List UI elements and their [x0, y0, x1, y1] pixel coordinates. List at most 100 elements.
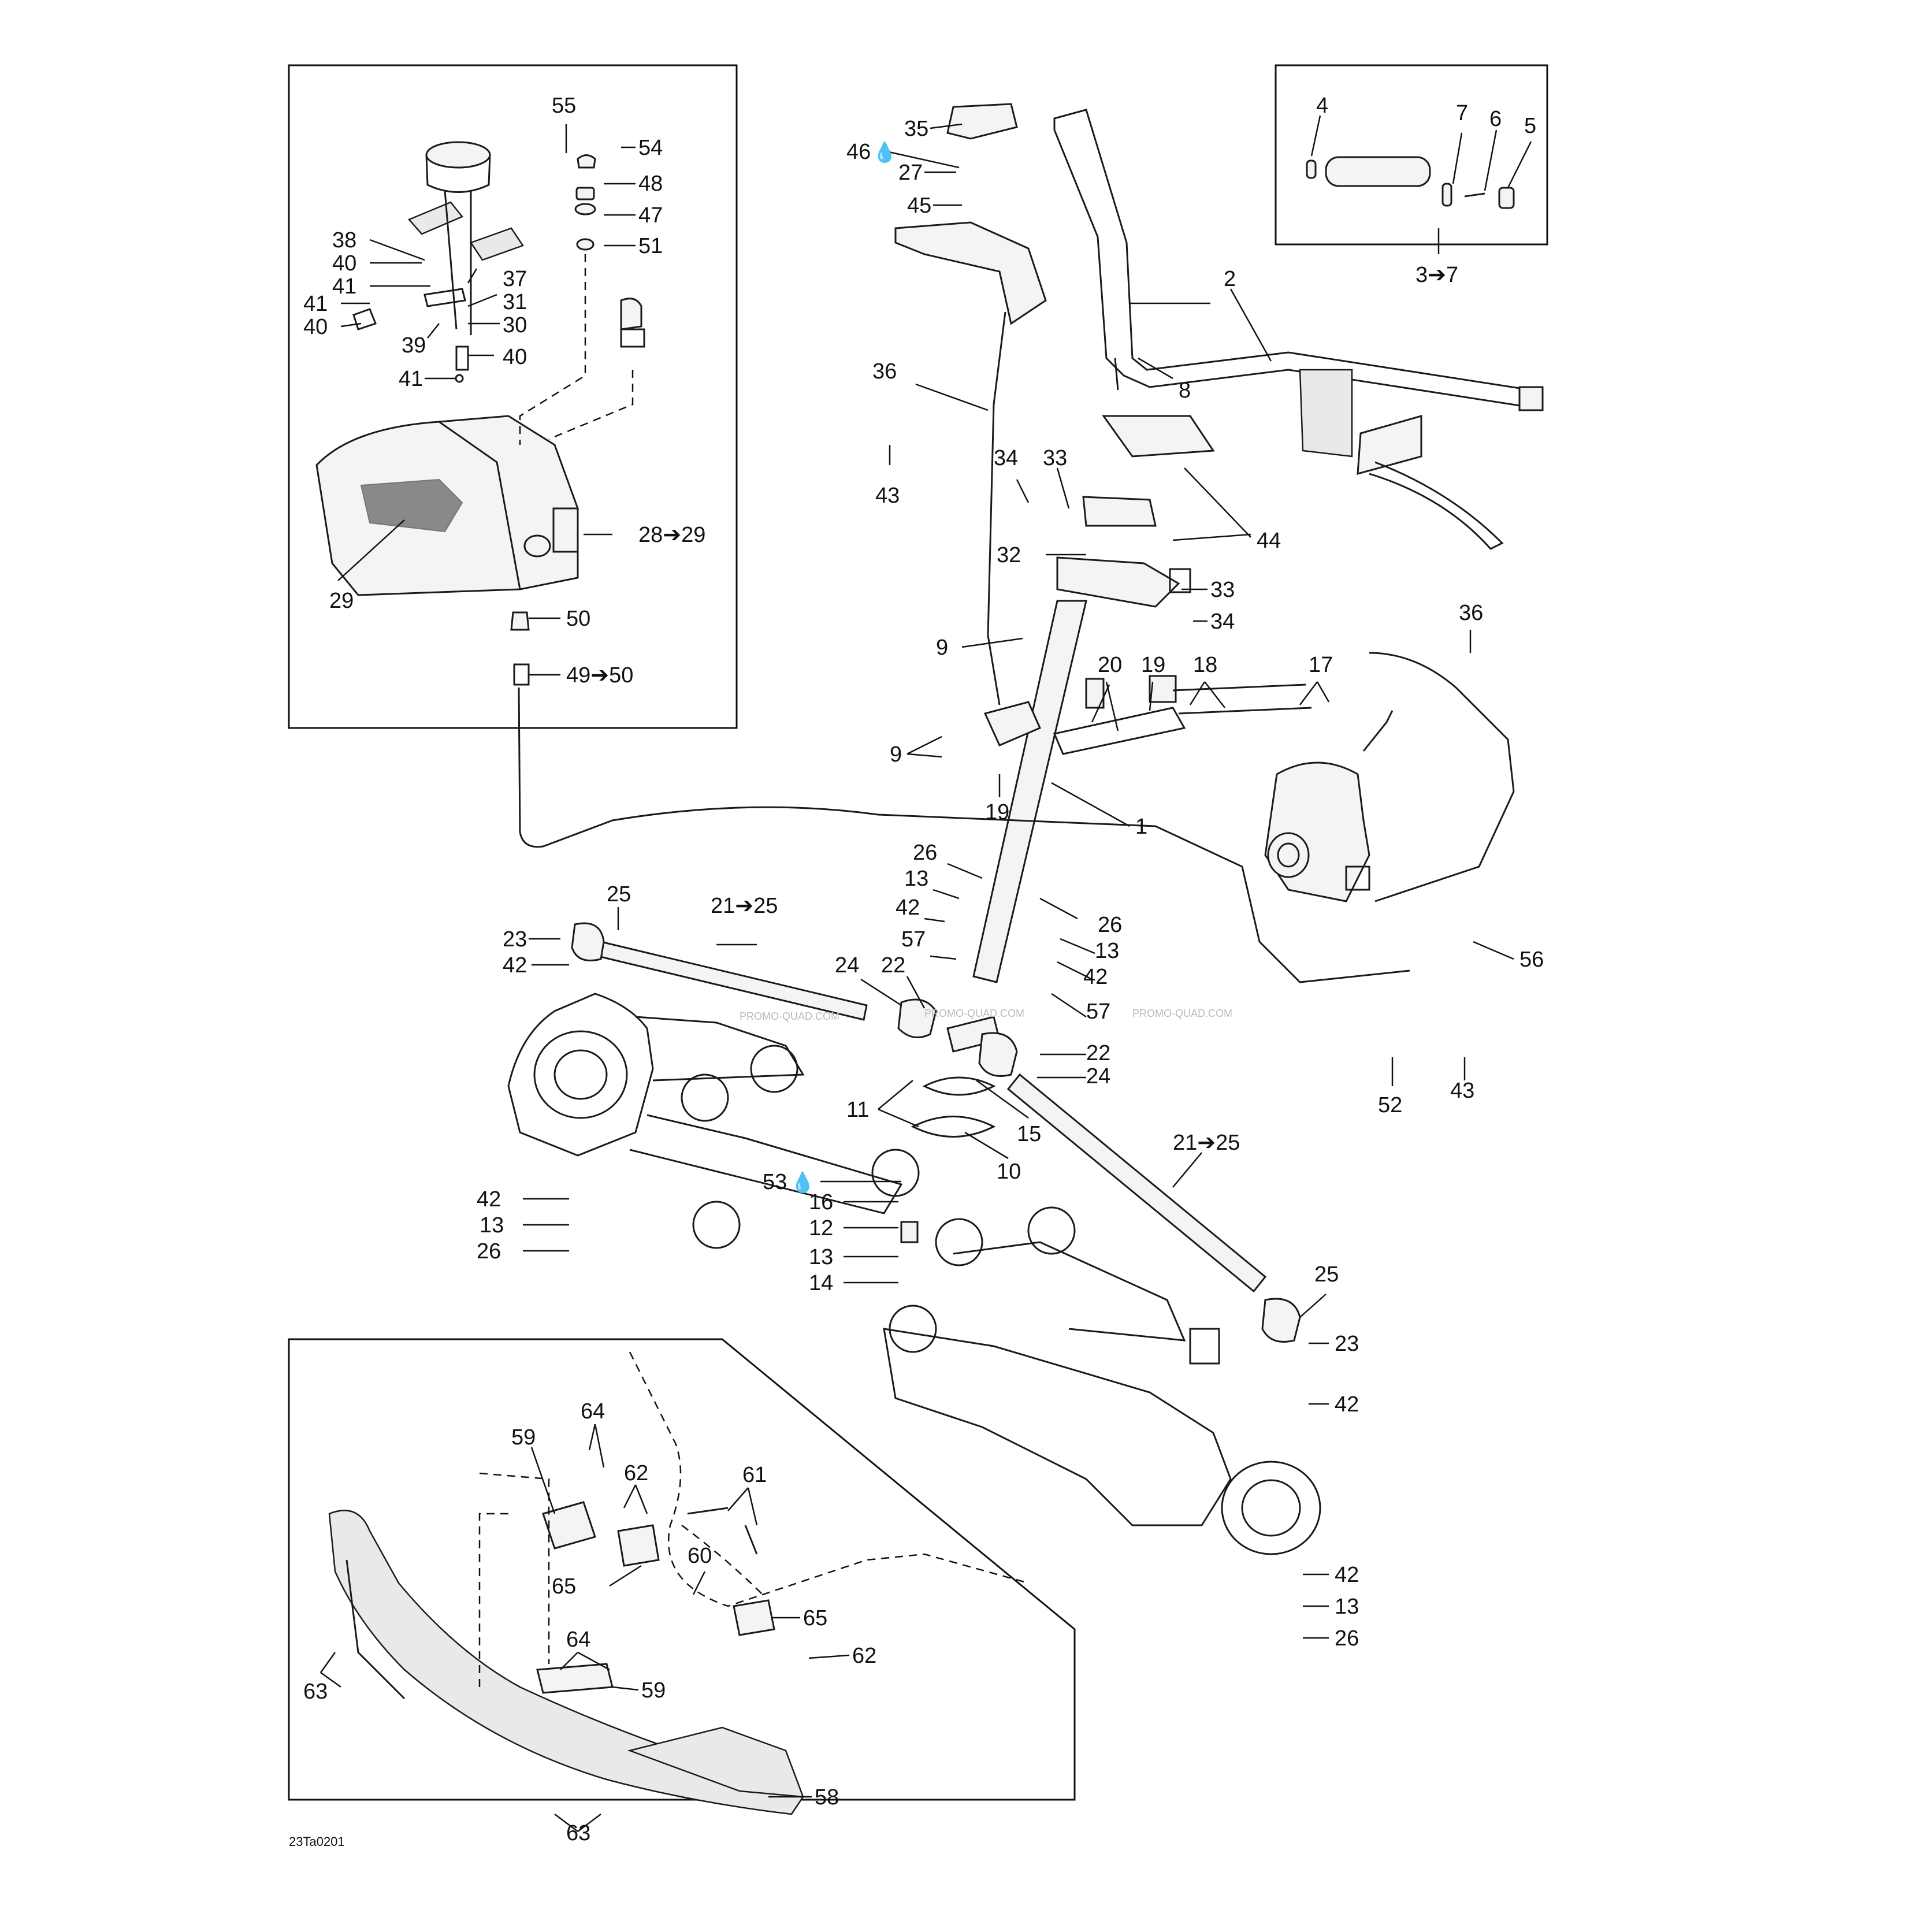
- callout-43: 43: [1450, 1079, 1474, 1103]
- callout-40: 40: [332, 251, 356, 276]
- callout-42: 42: [1335, 1392, 1359, 1417]
- leader-lines: [319, 115, 1532, 1832]
- callout-23: 23: [1335, 1332, 1359, 1356]
- callout-31: 31: [503, 290, 527, 314]
- callout-8: 8: [1179, 378, 1191, 403]
- callout-3-7: 3➔7: [1415, 263, 1458, 287]
- callout-39: 39: [402, 333, 426, 358]
- callout-62: 62: [852, 1644, 876, 1668]
- callout-21-25: 21➔25: [711, 894, 778, 918]
- callout-6: 6: [1489, 107, 1502, 131]
- callout-37: 37: [503, 267, 527, 291]
- callout-44: 44: [1257, 529, 1281, 553]
- callout-13: 13: [1335, 1595, 1359, 1619]
- callout-42: 42: [1335, 1563, 1359, 1587]
- callout-25: 25: [1314, 1262, 1339, 1287]
- callout-26: 26: [477, 1239, 501, 1264]
- callout-11: 11: [846, 1098, 869, 1122]
- callout-33: 33: [1210, 578, 1235, 602]
- callout-43: 43: [875, 484, 900, 508]
- callout-63: 63: [303, 1680, 328, 1704]
- steering-column: [900, 600, 1312, 1243]
- callout-20: 20: [1098, 653, 1122, 677]
- callout-7: 7: [1456, 101, 1468, 125]
- callout-22: 22: [1086, 1041, 1110, 1065]
- inset-frame-grip: [1275, 64, 1548, 246]
- inset-frame-throttle: [288, 64, 738, 729]
- callout-34: 34: [994, 446, 1018, 470]
- callout-12: 12: [809, 1216, 833, 1240]
- callout-29: 29: [329, 589, 354, 613]
- callout-13: 13: [1095, 939, 1119, 963]
- callout-2: 2: [1224, 267, 1236, 291]
- callout-42: 42: [477, 1187, 501, 1212]
- callout-53: 53: [763, 1170, 787, 1194]
- callout-41: 41: [399, 367, 423, 391]
- callout-19: 19: [1141, 653, 1165, 677]
- callout-41: 41: [332, 274, 356, 299]
- callout-4: 4: [1316, 94, 1328, 118]
- callout-1: 1: [1135, 815, 1147, 839]
- callout-9: 9: [936, 636, 948, 660]
- callout-65: 65: [803, 1606, 827, 1630]
- callout-5: 5: [1524, 114, 1536, 138]
- callout-46: 46: [846, 140, 871, 164]
- callout-35: 35: [904, 117, 928, 141]
- callout-59: 59: [511, 1425, 536, 1450]
- callout-38: 38: [332, 228, 356, 252]
- callout-65: 65: [552, 1574, 576, 1599]
- watermark-text: PROMO-QUAD.COM: [924, 1008, 1024, 1019]
- callout-27: 27: [898, 161, 923, 185]
- callout-61: 61: [742, 1463, 767, 1487]
- callout-26: 26: [913, 841, 937, 865]
- throttle-housing-assembly: [315, 141, 645, 686]
- callout-22: 22: [881, 953, 905, 978]
- callout-25: 25: [607, 882, 631, 906]
- callout-60: 60: [688, 1544, 712, 1568]
- callout-32: 32: [997, 543, 1021, 567]
- figure-code: 23Ta0201: [289, 1834, 345, 1849]
- drop-icon: 💧: [872, 141, 897, 164]
- callout-41: 41: [303, 292, 328, 316]
- callout-24: 24: [835, 953, 859, 978]
- callout-24: 24: [1086, 1064, 1110, 1088]
- callout-30: 30: [503, 313, 527, 337]
- callout-26: 26: [1098, 913, 1122, 937]
- callout-9: 9: [890, 742, 902, 767]
- callout-57: 57: [901, 927, 926, 952]
- callout-51: 51: [638, 234, 663, 258]
- callout-42: 42: [896, 896, 920, 920]
- callout-62: 62: [624, 1461, 648, 1485]
- callout-49-50: 49➔50: [566, 663, 633, 688]
- callout-28-29: 28➔29: [638, 523, 705, 547]
- throttle-cable: [518, 311, 1515, 983]
- callout-54: 54: [638, 136, 663, 160]
- callout-40: 40: [303, 315, 328, 339]
- callout-52: 52: [1378, 1093, 1402, 1117]
- callout-50: 50: [566, 607, 590, 631]
- callout-13: 13: [480, 1213, 504, 1238]
- callout-17: 17: [1309, 653, 1333, 677]
- carburetor: [1264, 761, 1370, 902]
- callout-36: 36: [1459, 601, 1483, 625]
- callout-48: 48: [638, 172, 663, 196]
- handlebar-assembly: [894, 103, 1544, 608]
- callout-26: 26: [1335, 1626, 1359, 1651]
- callout-labels: 55 54 48 47 51 38 40 41 41 40 37 31 39 3…: [303, 94, 1544, 1845]
- grip-assembly: [1306, 156, 1515, 209]
- watermark-text: PROMO-QUAD.COM: [1132, 1008, 1232, 1019]
- inset-frame-handguard: [288, 1338, 1076, 1801]
- callout-63: 63: [566, 1821, 590, 1845]
- callout-42: 42: [503, 953, 527, 978]
- callout-18: 18: [1193, 653, 1217, 677]
- right-suspension: [883, 1206, 1321, 1555]
- callout-14: 14: [809, 1271, 833, 1295]
- tie-rods: [571, 922, 1301, 1343]
- callout-15: 15: [1017, 1122, 1041, 1146]
- callout-10: 10: [997, 1160, 1021, 1184]
- callout-42: 42: [1083, 965, 1108, 989]
- callout-45: 45: [907, 194, 931, 218]
- callout-59: 59: [641, 1678, 666, 1703]
- callout-56: 56: [1519, 948, 1544, 972]
